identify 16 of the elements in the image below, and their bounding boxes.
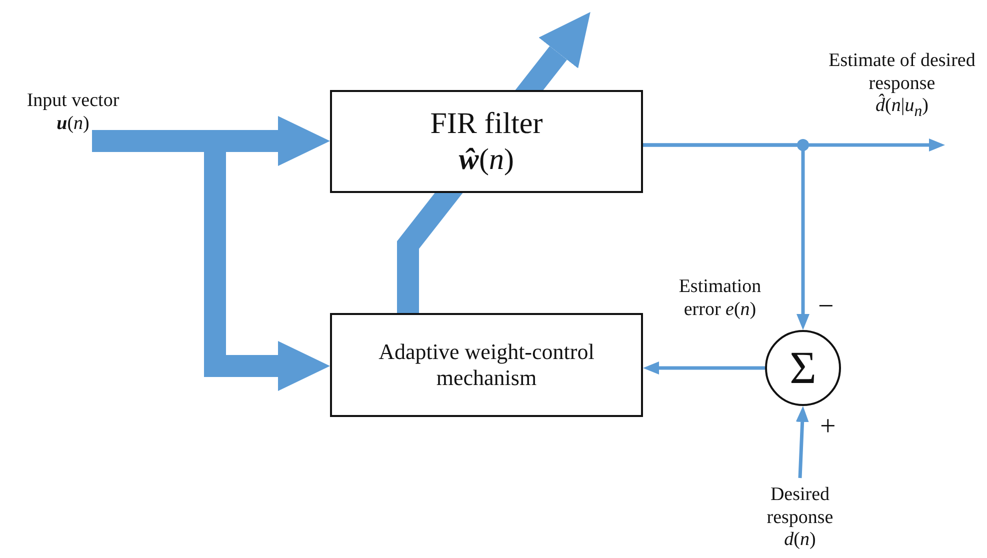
process-box [330, 313, 643, 417]
arrow [643, 143, 810, 330]
block-label: Adaptive weight-control mechanism [378, 338, 596, 392]
math-label: u(n) [56, 112, 90, 136]
arrow [796, 406, 809, 478]
math-label: d(n) [784, 529, 816, 552]
block-label: FIR filter [430, 106, 543, 142]
sign-label: − [818, 290, 834, 324]
math-label: ŵ(n) [458, 142, 514, 178]
block-label: Input vector [26, 90, 120, 112]
arrow [643, 362, 765, 374]
math-label: d̂(n|u$_{n}$) [876, 95, 928, 122]
sign-label: + [820, 410, 836, 444]
edge-label: Estimation error e(n) [678, 276, 762, 322]
sigma-symbol: Σ [790, 345, 816, 391]
process-box [330, 90, 643, 193]
